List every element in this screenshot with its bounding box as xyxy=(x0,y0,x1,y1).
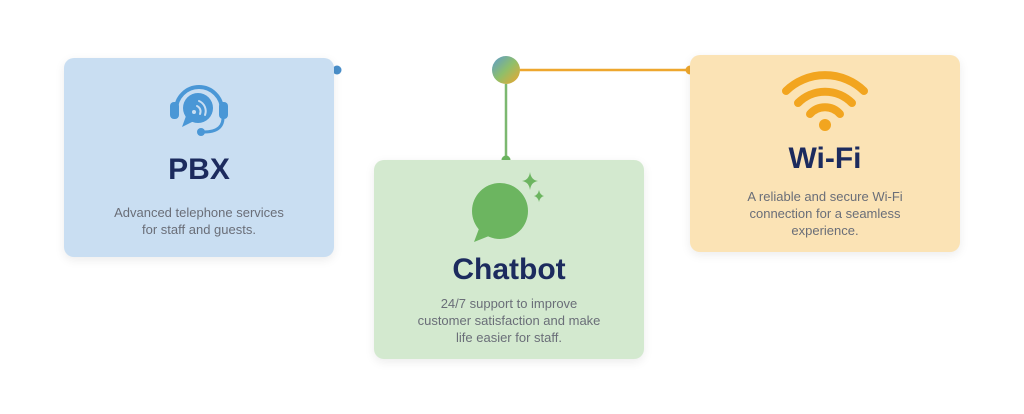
chatbot-description-line: customer satisfaction and make xyxy=(417,313,601,328)
chatbot-description-line: 24/7 support to improve xyxy=(440,296,578,311)
headset-chat-icon xyxy=(64,72,334,142)
pbx-card: PBX Advanced telephone services for staf… xyxy=(64,58,334,257)
pbx-title: PBX xyxy=(168,153,230,186)
wifi-description-line: connection for a seamless xyxy=(749,206,901,221)
wifi-card: Wi-Fi A reliable and secure Wi-Fi connec… xyxy=(690,55,960,252)
chatbot-card: Chatbot 24/7 support to improve customer… xyxy=(374,160,644,359)
chatbot-description-line: life easier for staff. xyxy=(456,330,562,345)
wifi-description-line: experience. xyxy=(791,223,859,238)
pbx-description: Advanced telephone services for staff an… xyxy=(94,204,304,238)
connector-dot-pbx xyxy=(332,65,342,75)
wifi-icon xyxy=(690,67,960,131)
wifi-description-line: A reliable and secure Wi-Fi xyxy=(747,189,903,204)
pbx-description-line: Advanced telephone services xyxy=(114,205,284,220)
hub-node xyxy=(492,56,520,84)
chat-bubble-sparkle-icon xyxy=(374,166,644,246)
pbx-description-line: for staff and guests. xyxy=(142,222,256,237)
wifi-title: Wi-Fi xyxy=(788,142,862,175)
chatbot-title: Chatbot xyxy=(452,253,566,286)
chatbot-description: 24/7 support to improve customer satisfa… xyxy=(404,295,614,346)
wifi-description: A reliable and secure Wi-Fi connection f… xyxy=(720,188,930,239)
